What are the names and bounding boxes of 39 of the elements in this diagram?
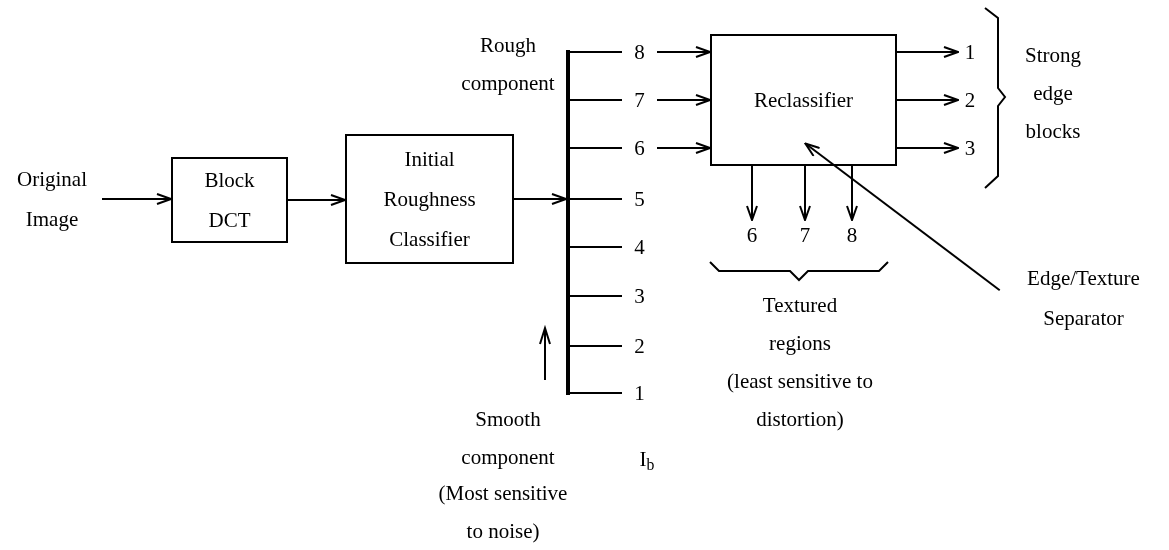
node-label: Edge/Texture Separator: [998, 268, 1169, 328]
smooth-component-label: Smooth component: [460, 406, 556, 471]
node-label: 6: [740, 220, 764, 250]
node-label: 1: [622, 378, 657, 408]
node-label: 2: [622, 331, 657, 361]
node-label: 2: [958, 85, 982, 115]
arrow: [896, 46, 959, 58]
node-label: 8: [840, 220, 864, 250]
process-box: Block DCT: [171, 157, 288, 243]
index-symbol: I$_{b}$: [638, 446, 656, 475]
arrow: [896, 142, 959, 154]
sensitivity-note: (Most sensitive to noise): [437, 480, 569, 545]
node-label: Original Image: [2, 159, 102, 239]
node-label: 7: [793, 220, 817, 250]
node-label: 1: [958, 37, 982, 67]
arrow: [101, 193, 172, 205]
arrow: [656, 46, 711, 58]
process-box: Initial Roughness Classifier: [345, 134, 514, 264]
arrow: [746, 165, 758, 221]
node-label: 6: [622, 133, 657, 163]
node-label: 8: [622, 37, 657, 67]
arrow: [656, 142, 711, 154]
arrow: [799, 165, 811, 221]
arrow: [846, 165, 858, 221]
node-label: 3: [958, 133, 982, 163]
node-label: 4: [622, 232, 657, 262]
node-label: 7: [622, 85, 657, 115]
arrow: [656, 94, 711, 106]
process-box: Reclassifier: [710, 34, 897, 166]
node-label: 3: [622, 281, 657, 311]
arrow: [896, 94, 959, 106]
strong-edge-blocks-label: Strong edge blocks: [1024, 42, 1082, 145]
arrow: [287, 194, 346, 206]
textured-regions-label: Textured regions: [761, 292, 839, 357]
node-label: 5: [622, 184, 657, 214]
rough-component-label: Rough component: [460, 32, 556, 97]
arrow: [513, 193, 567, 205]
arrow: [804, 142, 1001, 292]
sensitivity-note: (least sensitive to distortion): [726, 368, 874, 433]
